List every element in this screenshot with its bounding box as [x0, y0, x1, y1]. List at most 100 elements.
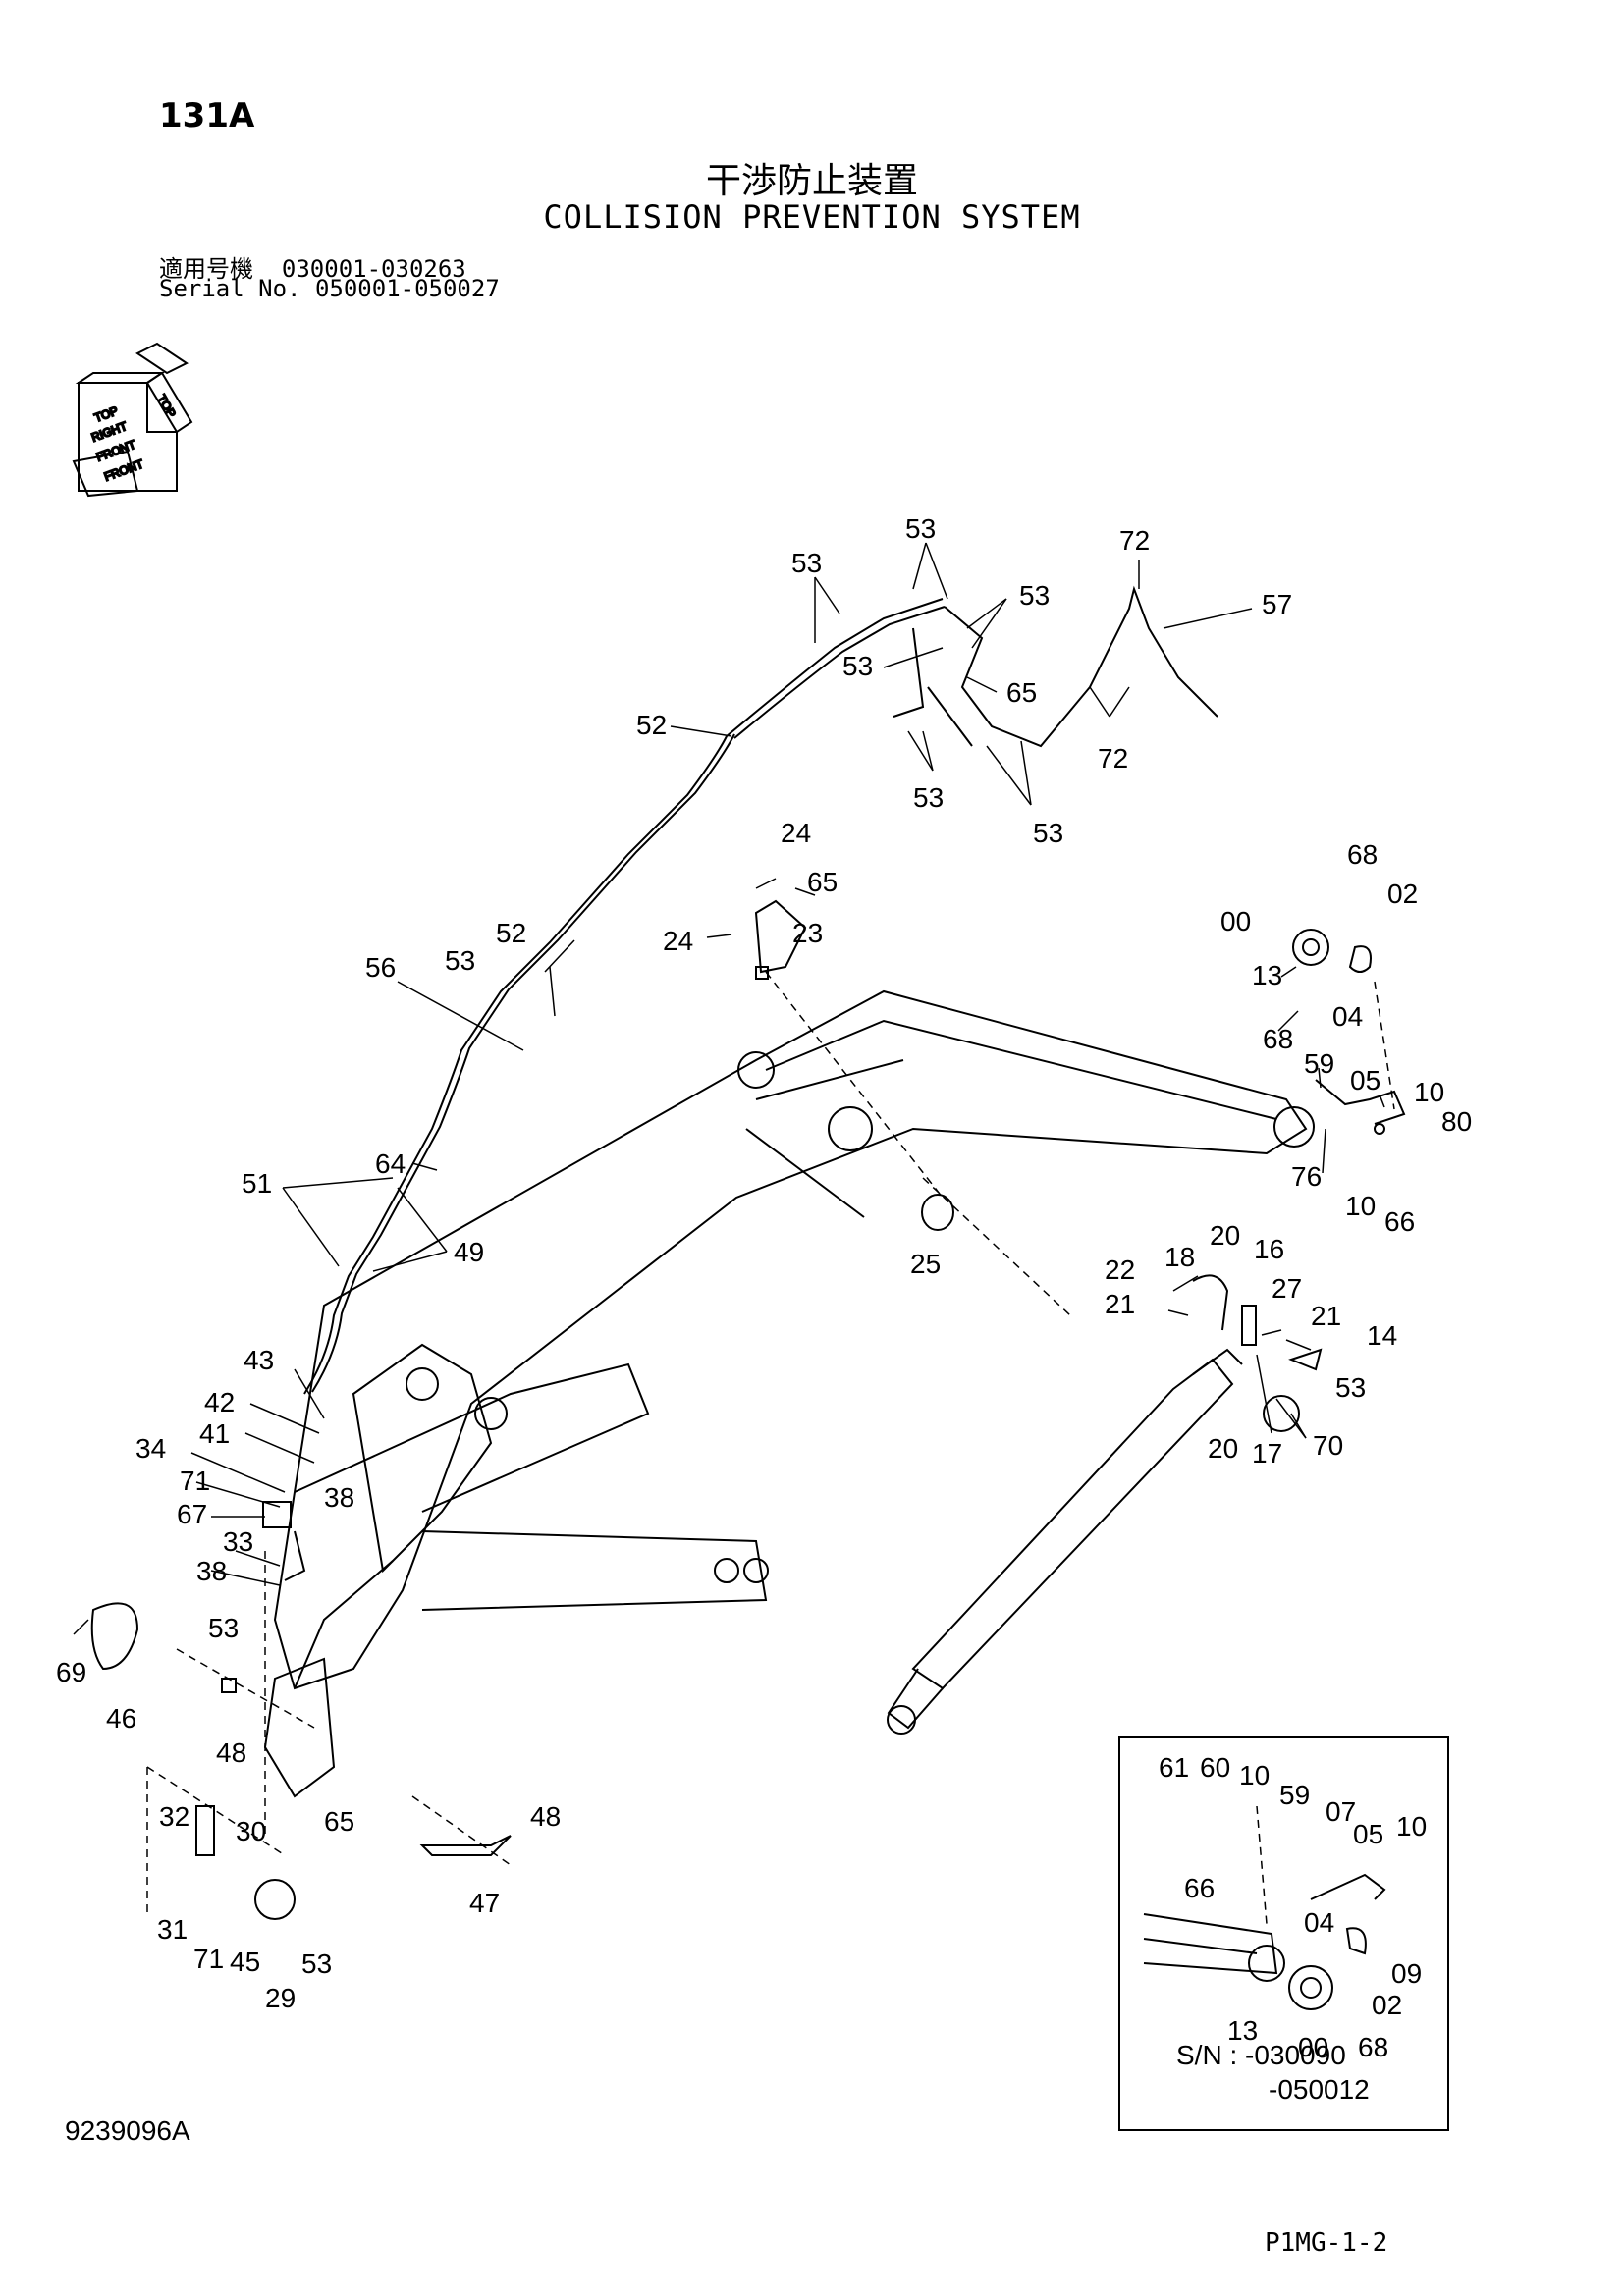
part-label: 71: [193, 1944, 224, 1974]
part-label: 48: [216, 1737, 246, 1768]
hose-routing: [303, 585, 1218, 1395]
cover-part: [754, 899, 954, 1231]
part-label: 29: [265, 1983, 296, 2013]
part-label: 07: [1326, 1796, 1356, 1827]
part-label: 10: [1345, 1191, 1376, 1221]
part-label: 10: [1396, 1811, 1427, 1842]
serial-range-en: Serial No. 050001-050027: [159, 275, 500, 302]
part-label: 00: [1298, 2032, 1328, 2062]
part-label: 04: [1304, 1907, 1334, 1938]
part-label: 66: [1184, 1873, 1215, 1903]
part-label: 66: [1384, 1206, 1415, 1237]
part-label: 52: [636, 710, 667, 740]
part-label: 53: [842, 651, 873, 681]
part-label: 02: [1372, 1990, 1402, 2020]
part-label: 43: [244, 1345, 274, 1375]
part-label: 65: [807, 867, 838, 897]
part-label: 02: [1387, 879, 1418, 909]
part-label: 42: [204, 1387, 235, 1417]
part-label: 80: [1441, 1106, 1472, 1137]
title-english: COLLISION PREVENTION SYSTEM: [543, 198, 1081, 236]
lower-bracket-parts: [90, 1501, 512, 1920]
part-label: 10: [1239, 1760, 1270, 1790]
part-label: 53: [301, 1949, 332, 1979]
serial-range-jp: 適用号機 030001-030263: [159, 255, 466, 283]
page-reference: P1MG-1-2: [1265, 2228, 1388, 2258]
sensor-assembly-upper: [1292, 929, 1406, 1135]
part-label: 53: [1019, 580, 1050, 611]
part-label: 65: [1006, 677, 1037, 708]
part-label: 47: [469, 1888, 500, 1918]
part-label: 61: [1159, 1752, 1189, 1783]
part-label: 46: [106, 1703, 136, 1734]
part-label: 68: [1358, 2032, 1388, 2062]
part-label: 45: [230, 1947, 260, 1977]
part-label: 34: [135, 1433, 166, 1464]
part-label: 76: [1291, 1161, 1322, 1192]
part-label: 68: [1347, 839, 1378, 870]
part-label: 53: [445, 945, 475, 976]
part-label: 20: [1210, 1220, 1240, 1251]
title-japanese: 干渉防止装置: [705, 161, 918, 201]
part-label: 32: [159, 1801, 189, 1832]
inset-detail-drawing: [1143, 1873, 1386, 2010]
part-label: 56: [365, 952, 396, 983]
part-label: 59: [1279, 1780, 1310, 1810]
part-label: 53: [208, 1613, 239, 1643]
inset-detail-box: [1118, 1736, 1449, 2131]
inset-serial-line-1: S/N : -030090: [1176, 2040, 1346, 2070]
part-label: 22: [1105, 1255, 1135, 1285]
part-label: 18: [1164, 1242, 1195, 1272]
part-label: 00: [1220, 906, 1251, 936]
part-label: 04: [1332, 1001, 1363, 1032]
reference-dashed-lines: [146, 971, 1395, 1925]
part-label: 21: [1105, 1289, 1135, 1319]
part-label: 53: [913, 782, 944, 813]
inset-serial-line-2: -050012: [1269, 2074, 1370, 2105]
part-label: 05: [1350, 1065, 1380, 1095]
orientation-icon: [72, 342, 193, 498]
part-label: 52: [496, 918, 526, 948]
part-label: 53: [791, 548, 822, 578]
part-label: 24: [781, 818, 811, 848]
part-label: 53: [1033, 818, 1063, 848]
part-label: 49: [454, 1237, 484, 1267]
part-label: 59: [1304, 1048, 1334, 1079]
document-number: 9239096A: [65, 2115, 190, 2146]
part-label: 17: [1252, 1438, 1282, 1468]
part-label: 31: [157, 1914, 188, 1945]
part-label: 67: [177, 1499, 207, 1529]
part-label: 48: [530, 1801, 561, 1832]
page-code: 131A: [159, 96, 255, 135]
part-label: 72: [1119, 525, 1150, 556]
part-label: 09: [1391, 1958, 1422, 1989]
part-label: 20: [1208, 1433, 1238, 1464]
part-label: 38: [196, 1556, 227, 1586]
part-label: 30: [236, 1816, 266, 1846]
part-label: 13: [1252, 960, 1282, 990]
boom-outline: [263, 989, 1315, 1798]
part-label: 65: [324, 1806, 354, 1837]
part-label: 60: [1200, 1752, 1230, 1783]
part-label: 53: [1335, 1372, 1366, 1403]
part-label: 69: [56, 1657, 86, 1687]
part-label: 14: [1367, 1320, 1397, 1351]
part-label: 53: [905, 513, 936, 544]
part-label: 05: [1353, 1819, 1383, 1849]
arm-cylinder: [887, 1348, 1243, 1735]
part-label: 23: [792, 918, 823, 948]
part-number-labels: 53 53 53 53 72 57 65 72 53 53 52 24 65 2…: [56, 513, 1472, 2062]
part-label: 70: [1313, 1430, 1343, 1461]
part-label: 51: [242, 1168, 272, 1199]
part-label: 10: [1414, 1077, 1444, 1107]
part-label: 41: [199, 1418, 230, 1449]
part-label: 57: [1262, 589, 1292, 619]
part-label: 21: [1311, 1301, 1341, 1331]
part-label: 24: [663, 926, 693, 956]
sensor-assembly-arm: [1192, 1274, 1323, 1432]
part-label: 25: [910, 1249, 941, 1279]
part-label: 71: [180, 1466, 210, 1496]
part-label: 72: [1098, 743, 1128, 774]
part-label: 64: [375, 1148, 406, 1179]
